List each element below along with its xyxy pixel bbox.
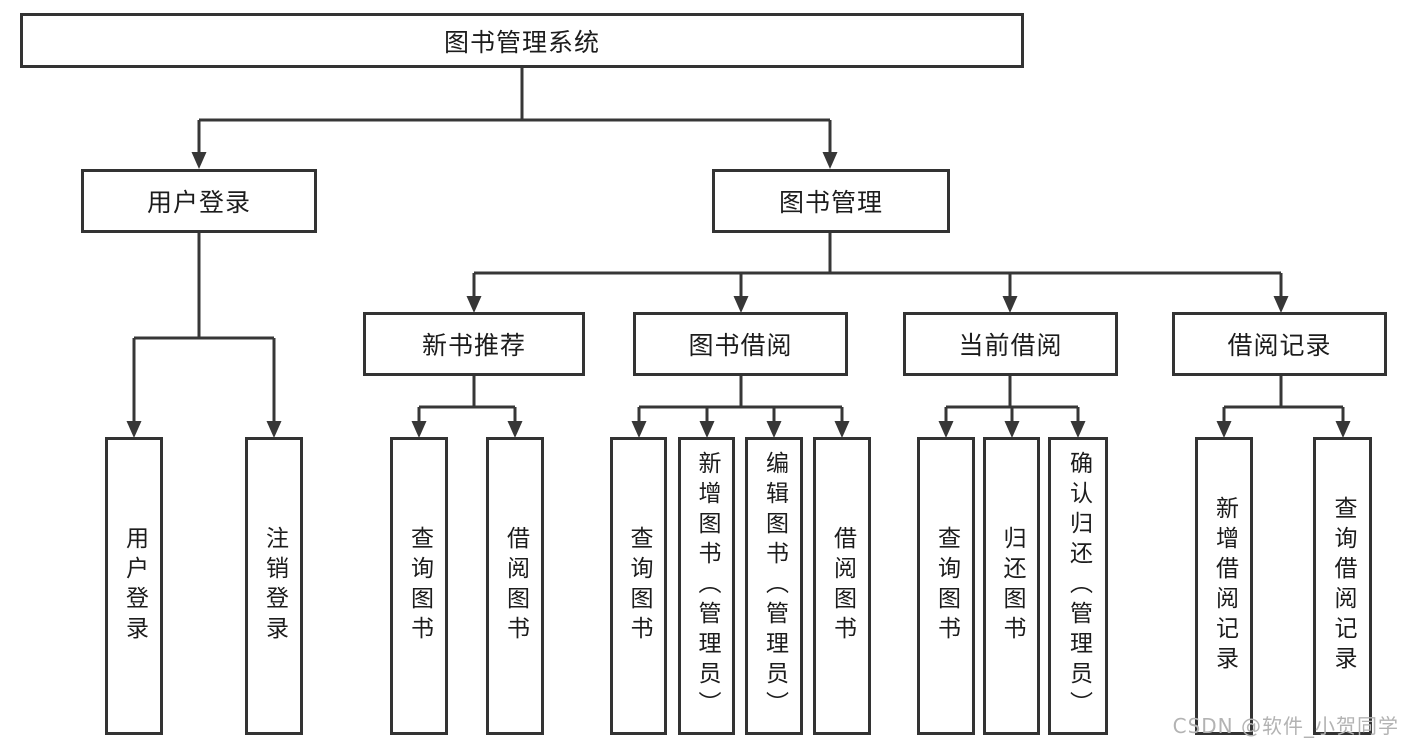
leaf-borrow-query-books: 查询图书 (610, 437, 667, 735)
node-current-borrowing: 当前借阅 (903, 312, 1118, 376)
leaf-current-confirm-return-admin: 确认归还（管理员） (1048, 437, 1108, 735)
node-new-book-recommend: 新书推荐 (363, 312, 585, 376)
leaf-records-add-record: 新增借阅记录 (1195, 437, 1253, 735)
csdn-watermark: CSDN @软件_小贺同学 (1172, 714, 1399, 738)
leaf-borrow-edit-books-admin: 编辑图书（管理员） (745, 437, 803, 735)
leaf-current-return-books: 归还图书 (983, 437, 1040, 735)
connector-root-to-level2 (197, 68, 832, 154)
node-root-system: 图书管理系统 (20, 13, 1024, 68)
node-borrowing-records: 借阅记录 (1172, 312, 1387, 376)
node-user-login-module: 用户登录 (81, 169, 317, 233)
node-book-borrowing: 图书借阅 (633, 312, 848, 376)
connector-bookmgmt-to-level3 (472, 233, 1283, 298)
leaf-borrow-borrow-books: 借阅图书 (813, 437, 871, 735)
arrowheads (126, 152, 1351, 438)
connector-current-to-leaves (944, 376, 1080, 423)
node-book-management-module: 图书管理 (712, 169, 950, 233)
leaf-user-login: 用户登录 (105, 437, 163, 735)
connector-records-to-leaves (1222, 376, 1345, 423)
leaf-records-query-record: 查询借阅记录 (1313, 437, 1372, 735)
leaf-borrow-add-books-admin: 新增图书（管理员） (678, 437, 735, 735)
leaf-newbooks-borrow-books: 借阅图书 (486, 437, 544, 735)
leaf-newbooks-query-books: 查询图书 (390, 437, 448, 735)
leaf-current-query-books: 查询图书 (917, 437, 975, 735)
leaf-logout: 注销登录 (245, 437, 303, 735)
connector-borrow-to-leaves (637, 376, 844, 423)
connector-userlogin-to-leaves (132, 233, 276, 423)
connector-newbooks-to-leaves (417, 376, 517, 423)
